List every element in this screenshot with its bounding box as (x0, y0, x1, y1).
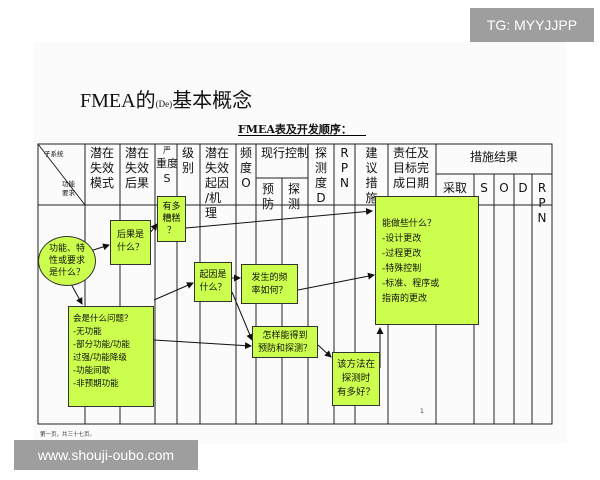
callout-cause: 起因是什么？ (194, 262, 232, 302)
header-subsystem: 子系统 (44, 150, 64, 158)
header-prevent: 预防 (262, 182, 275, 211)
slide-title: FMEA的(De)基本概念 (80, 90, 253, 112)
header-potential-effect: 潜在失效后果 (125, 146, 150, 190)
watermark-top-right: TG: MYYJJPP (470, 8, 594, 42)
header-d: D (518, 181, 528, 195)
callout-function: 功能、特性或要求是什么？ (38, 236, 96, 286)
callout-actions: 能做些什么？-设计更改-过程更改-特殊控制-标准、程序或指南的更改 (375, 196, 479, 325)
callout-prevent-detect: 怎样能得到预防和探测？ (252, 326, 318, 358)
callout-problem: 会是什么问题？-无功能-部分功能/功能过强/功能降级-功能间歇-非预期功能 (68, 306, 154, 407)
callout-frequency: 发生的频率如何？ (241, 264, 298, 304)
page-number: 1 (420, 408, 424, 415)
callout-severity: 有多糟糕？ (157, 196, 186, 242)
subtitle-underline (238, 135, 366, 136)
header-potential-mode: 潜在失效模式 (90, 146, 115, 190)
header-recommended: 建议措施 (365, 146, 378, 205)
header-potential-cause: 潜在失效起因/机理 (205, 146, 230, 220)
header-s: S (480, 181, 488, 195)
watermark-bottom-left: www.shouji-oubo.com (14, 440, 198, 470)
table-subtitle: FMEA表及开发顺序： (238, 123, 352, 136)
header-function-2: 要求 (62, 189, 75, 197)
callout-effect: 后果是什么？ (110, 220, 151, 265)
header-detect: 探测 (288, 182, 301, 211)
header-function-1: 功能 (62, 180, 75, 188)
header-o: O (499, 181, 509, 195)
header-results: 措施结果 (470, 150, 519, 164)
callout-detect-quality: 该方法在探测时有多好？ (332, 352, 380, 406)
header-classification: 级别 (182, 146, 195, 175)
page-footer: 第一页，共三十七页。 (40, 432, 96, 438)
header-taken: 采取 (443, 181, 468, 195)
header-controls: 现行控制 (261, 146, 310, 160)
header-responsibility: 责任及目标完成日期 (393, 146, 430, 190)
